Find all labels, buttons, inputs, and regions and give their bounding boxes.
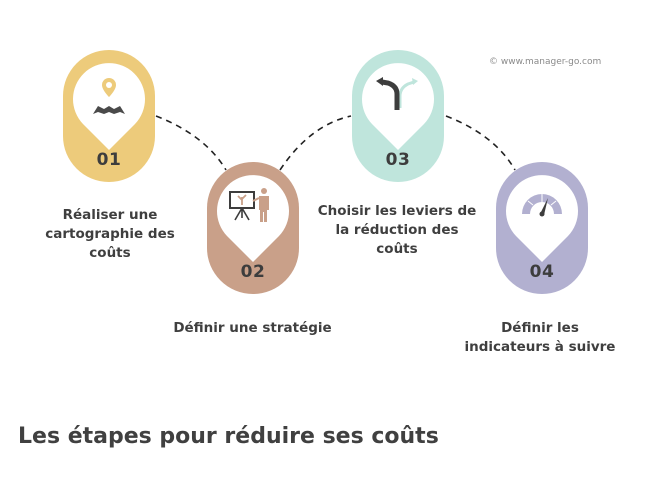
step-4-number: 04 [529, 262, 555, 282]
step-1-label: Réaliser une cartographie des coûts [45, 207, 175, 261]
step-3-label: Choisir les leviers de la réduction des … [317, 203, 477, 257]
step-3-pin [362, 62, 434, 150]
connector-2-3 [279, 115, 352, 171]
fork-road-icon [376, 77, 418, 110]
step-2-number: 02 [240, 262, 266, 282]
gauge-icon [522, 194, 562, 217]
step-4-pin [506, 174, 578, 262]
step-1-pin [73, 62, 145, 150]
step-1-pill: 01 [63, 50, 155, 182]
page-title: Les étapes pour réduire ses coûts [18, 424, 439, 449]
step-2-label: Définir une stratégie [173, 320, 332, 336]
presentation-icon [229, 188, 269, 222]
step-4-pill: 04 [496, 162, 588, 294]
step-2-pill: 02 [207, 162, 299, 294]
step-3-number: 03 [385, 150, 411, 170]
copyright-text: © www.manager-go.com [489, 57, 602, 67]
map-pin-icon [93, 78, 125, 114]
connector-3-4 [445, 115, 516, 171]
step-3-pill: 03 [352, 50, 444, 182]
connector-1-2 [155, 115, 227, 171]
step-4-label: Définir les indicateurs à suivre [464, 320, 616, 355]
step-1-number: 01 [96, 150, 122, 170]
step-2-pin [217, 174, 289, 262]
